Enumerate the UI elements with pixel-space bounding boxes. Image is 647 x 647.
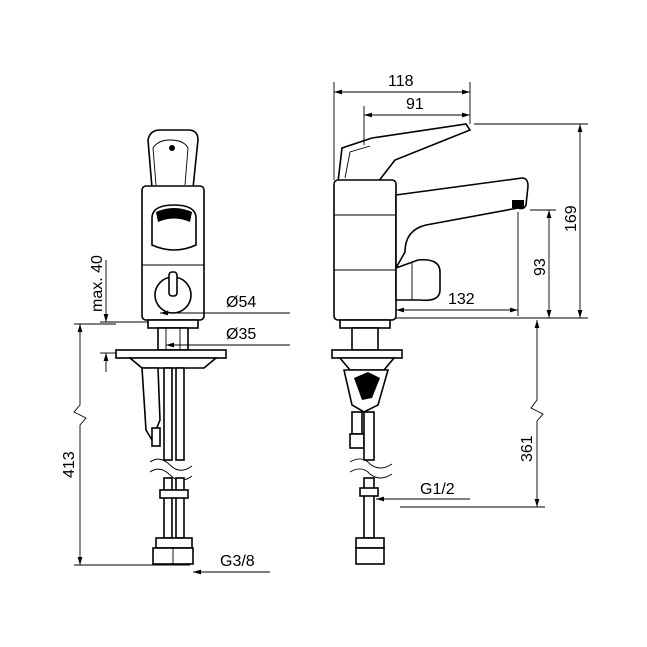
side-body [333,179,397,321]
length-361-label: 361 [519,435,536,462]
diameter-35-label: Ø35 [226,326,256,343]
side-temp-knob [395,258,441,302]
reach-132-label: 132 [448,291,475,308]
front-view [115,129,227,565]
side-base-plate [331,349,403,359]
side-spout [395,177,529,272]
height-93-label: 93 [532,258,549,276]
g38-label: G3/8 [220,553,255,570]
max-height-label: max. 40 [89,255,106,312]
side-view [331,123,529,565]
front-indicator-dot [169,145,175,151]
diameter-54-label: Ø54 [226,294,256,311]
side-dimensions: 118 91 169 93 132 361 G1/2 [333,73,588,508]
height-169-label: 169 [563,205,580,232]
depth-91-label: 91 [406,96,424,113]
front-dimensions: max. 40 Ø54 Ø35 413 G3/8 [61,255,290,575]
g12-label: G1/2 [420,481,455,498]
side-lever [337,123,472,183]
depth-118-label: 118 [388,73,414,90]
front-base-plate [115,349,227,359]
total-length-label: 413 [61,451,78,478]
